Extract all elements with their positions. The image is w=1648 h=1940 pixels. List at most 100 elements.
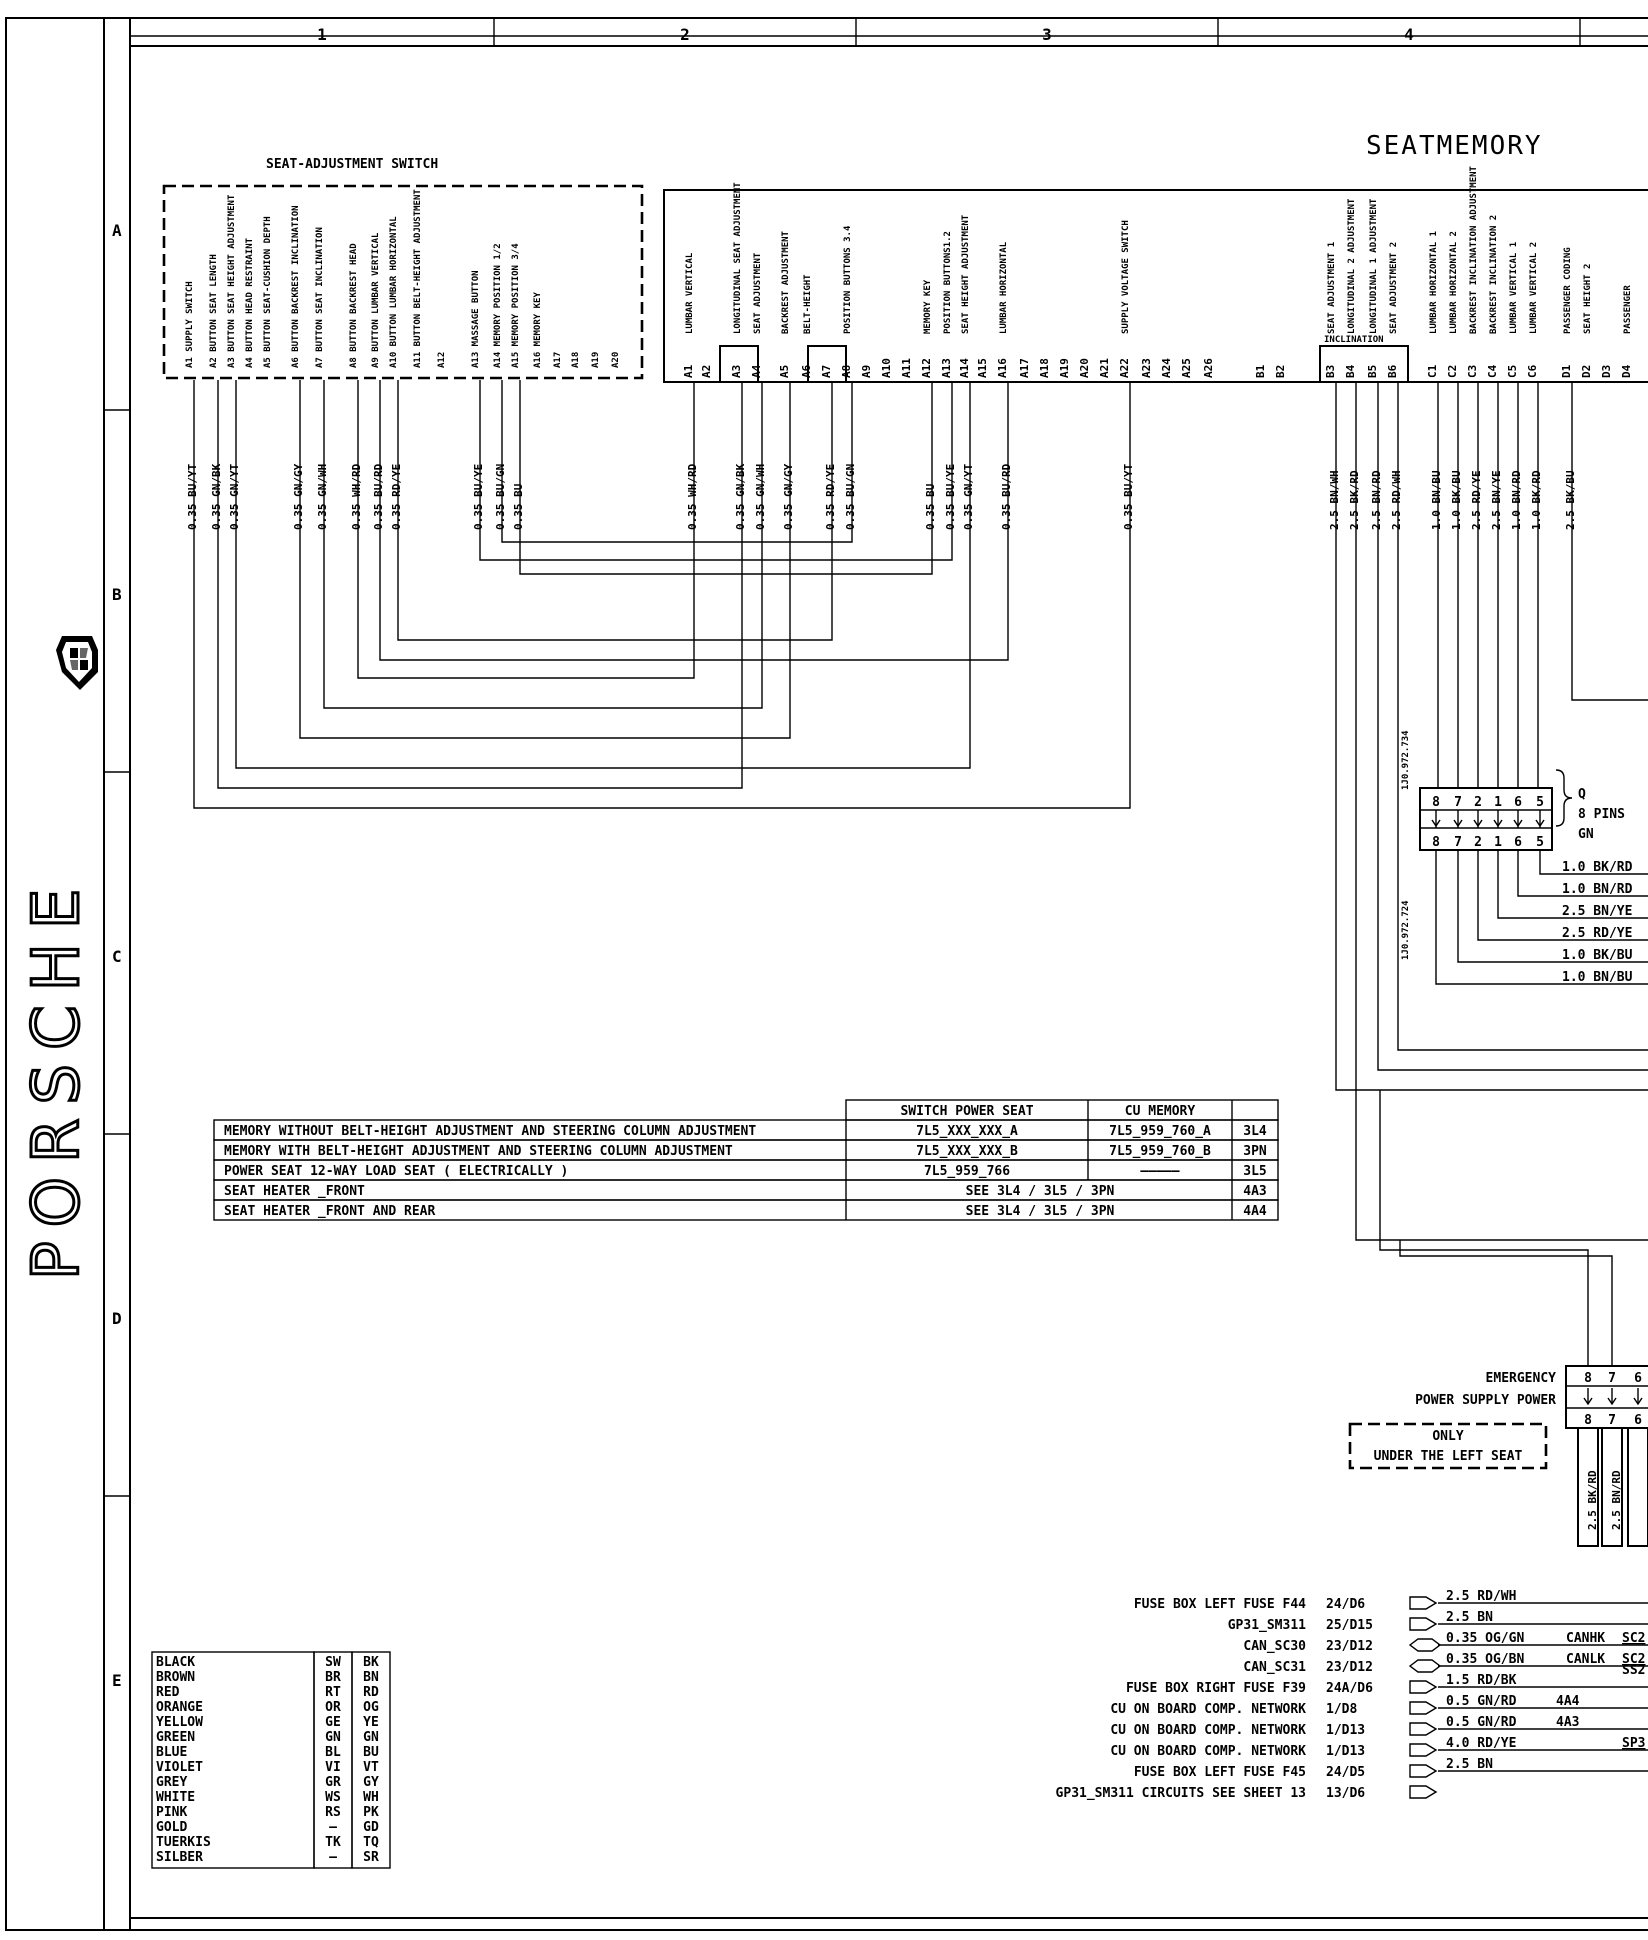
emergency-pin: 6 (1634, 1413, 1642, 1428)
fuse-sc: SC2 (1622, 1631, 1645, 1646)
memory-pin-A14: A14 (958, 358, 971, 378)
memory-pin-func: LUMBAR VERTICAL (685, 252, 695, 334)
legend-english-code: SR (363, 1850, 379, 1865)
memory-pin-C1: C1 (1426, 364, 1439, 378)
fuse-wire-label: 0.35 OG/GN (1446, 1631, 1524, 1646)
wire (299, 380, 791, 739)
switch-pin-A5: A5 BUTTON SEAT-CUSHION DEPTH (263, 216, 273, 368)
emergency-pin: 6 (1634, 1371, 1642, 1386)
wire (501, 380, 853, 543)
legend-german-code: GE (325, 1715, 341, 1730)
connector-pin: 6 (1514, 795, 1522, 810)
memory-pin-C5: C5 (1506, 365, 1519, 378)
memory-pin-D3: D3 (1600, 365, 1613, 378)
svg-text:8 PINS: 8 PINS (1578, 807, 1625, 822)
wires (193, 380, 1648, 1366)
wire (1397, 382, 1648, 1051)
fuse-wire-label: 2.5 BN (1446, 1610, 1493, 1625)
seat-adjustment-switch (162, 184, 644, 380)
legend-color-name: GREY (156, 1775, 187, 1790)
memory-pin-A17: A17 (1018, 358, 1031, 378)
table-cell: 3L5 (1243, 1164, 1266, 1179)
memory-pin-A1: A1 (682, 364, 695, 378)
emergency-power-block: EMERGENCY POWER SUPPLY POWER ONLY UNDER … (1348, 1365, 1648, 1547)
legend-german-code: RS (325, 1805, 341, 1820)
switch-pin-A12: A12 (437, 352, 447, 368)
legend-color-name: GREEN (156, 1730, 195, 1745)
fuse-ref-sheet: 24/D5 (1326, 1765, 1365, 1780)
wire (397, 380, 833, 641)
emergency-wire-label: 2.5 BN/RD (1610, 1470, 1623, 1530)
legend-color-name: YELLOW (156, 1715, 203, 1730)
memory-pin-D2: D2 (1580, 365, 1593, 378)
legend-english-code: BN (363, 1670, 379, 1685)
connector-pin: 1 (1494, 835, 1502, 850)
table-cell: 4A4 (1243, 1204, 1267, 1219)
memory-pin-func: BACKREST ADJUSTMENT (781, 230, 791, 334)
legend-english-code: YE (363, 1715, 379, 1730)
memory-pin-D4: D4 (1620, 364, 1633, 378)
connector-wire-label: 1.0 BN/BU (1562, 970, 1633, 985)
legend-english-code: BK (363, 1655, 379, 1670)
bidirectional-connector-icon (1408, 1638, 1442, 1652)
grid-row-label: D (112, 1309, 122, 1328)
connector-arrow-icon (1409, 1785, 1438, 1799)
memory-wire-label: 1.0 BK/BU (1450, 470, 1463, 530)
connector-pin: 2 (1474, 835, 1482, 850)
memory-wire-label: 0.35 GN/YT (962, 463, 975, 530)
fuse-tag: CANHK (1566, 1631, 1605, 1646)
table-cell: SEE 3L4 / 3L5 / 3PN (966, 1204, 1115, 1219)
legend-english-code: GY (363, 1775, 379, 1790)
switch-pin-A1: A1 SUPPLY SWITCH (185, 281, 195, 368)
memory-pin-A16: A16 (996, 358, 1009, 378)
memory-pin-B4: B4 (1344, 364, 1357, 378)
svg-text:GN: GN (1578, 827, 1594, 842)
grid-col-label: 4 (1404, 25, 1414, 44)
connector-wire-label: 1.0 BK/BU (1562, 948, 1633, 963)
table-cell: SEAT HEATER _FRONT AND REAR (224, 1204, 435, 1219)
memory-pin-A18: A18 (1038, 358, 1051, 378)
fuse-tag: 4A3 (1556, 1715, 1579, 1730)
table-cell: 7L5_959_760_B (1109, 1144, 1211, 1159)
grid-row-label: C (112, 947, 122, 966)
legend-color-name: SILBER (156, 1850, 203, 1865)
table-cell: 3PN (1243, 1144, 1267, 1159)
legend-english-code: RD (363, 1685, 379, 1700)
memory-wire-label: 0.35 GN/BK (734, 463, 747, 530)
switch-wire-label: 0.35 GN/YT (228, 463, 241, 530)
table-cell: 7L5_XXX_XXX_B (916, 1144, 1018, 1159)
switch-pin-A9: A9 BUTTON LUMBAR VERTICAL (371, 232, 381, 368)
legend-color-name: WHITE (156, 1790, 195, 1805)
wire (235, 380, 971, 769)
table-cell: 7L5_959_766 (924, 1164, 1010, 1179)
fuse-wire-label: 0.5 GN/RD (1446, 1715, 1517, 1730)
memory-pin-func: POSITION BUTTONS1.2 (943, 231, 953, 334)
memory-pin-func: LUMBAR VERTICAL 2 (1529, 242, 1539, 334)
fuse-ref-sheet: 23/D12 (1326, 1639, 1373, 1654)
table-cell: MEMORY WITH BELT-HEIGHT ADJUSTMENT AND S… (224, 1144, 733, 1159)
legend-color-name: PINK (156, 1805, 187, 1820)
memory-pin-A7: A7 (820, 365, 833, 378)
memory-pin-func: LONGITUDINAL 1 ADJUSTMENT (1369, 198, 1379, 334)
memory-pin-func: PASSENGER (1623, 285, 1633, 334)
table-cell: 7L5_XXX_XXX_A (916, 1124, 1018, 1139)
fuse-ref-label: FUSE BOX LEFT FUSE F44 (1134, 1597, 1306, 1612)
table-row (213, 1199, 1279, 1221)
connector-pin: 8 (1432, 795, 1440, 810)
memory-wire-label: 0.35 GN/GY (782, 463, 795, 530)
connector-arrow-icon (1409, 1701, 1438, 1715)
table-cell: SEE 3L4 / 3L5 / 3PN (966, 1184, 1115, 1199)
connector-arrow-icon (1409, 1764, 1438, 1778)
memory-pin-A21: A21 (1098, 358, 1111, 378)
legend-german-code: OR (325, 1700, 341, 1715)
switch-pin-A13: A13 MASSAGE BUTTON (471, 270, 481, 368)
fuse-wire-label: 4.0 RD/YE (1446, 1736, 1516, 1751)
fuse-ref-label: FUSE BOX RIGHT FUSE F39 (1126, 1681, 1306, 1696)
memory-wire-label: 0.35 BU/YT (1122, 463, 1135, 530)
memory-pin-B6: B6 (1386, 364, 1399, 378)
wire (1355, 382, 1648, 1241)
memory-pin-A24: A24 (1160, 358, 1173, 378)
